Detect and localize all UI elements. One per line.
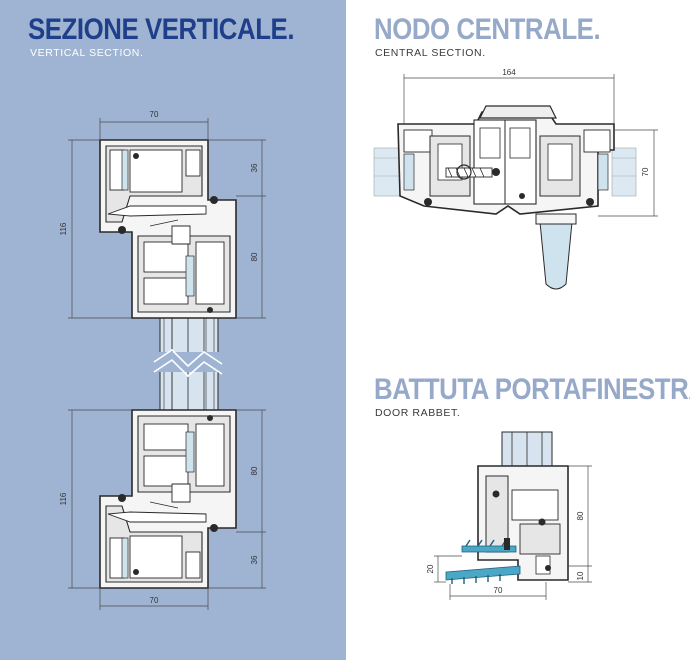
dim-door-10: 10 (576, 571, 585, 580)
dim-door-width: 70 (494, 586, 503, 595)
central-section-subtitle: CENTRAL SECTION. (375, 47, 486, 59)
dim-bottom-36: 36 (250, 555, 259, 564)
dim-top-80: 80 (250, 252, 259, 261)
door-rabbet-dimension-lines (434, 465, 592, 600)
central-section-drawing (373, 105, 637, 290)
dim-top-width: 70 (150, 110, 159, 119)
dim-central-height: 70 (641, 167, 650, 176)
dim-top-height: 116 (59, 222, 68, 235)
door-rabbet-subtitle: DOOR RABBET. (375, 407, 461, 419)
central-dimension-lines (403, 74, 658, 217)
dim-central-width: 164 (502, 68, 516, 77)
vertical-dimension-lines (68, 118, 266, 610)
dim-bottom-80: 80 (250, 466, 259, 475)
vertical-section-title: SEZIONE VERTICALE. (28, 13, 295, 46)
door-rabbet-drawing (445, 431, 569, 584)
dim-top-36: 36 (250, 163, 259, 172)
vertical-section-subtitle: VERTICAL SECTION. (30, 47, 144, 59)
dim-bottom-width: 70 (150, 596, 159, 605)
dim-door-20: 20 (426, 564, 435, 573)
central-section-title: NODO CENTRALE. (374, 13, 601, 46)
dim-bottom-height: 116 (59, 492, 68, 505)
dim-door-80: 80 (576, 511, 585, 520)
door-rabbet-title: BATTUTA PORTAFINESTRA. (374, 373, 690, 406)
vertical-top-profile (99, 139, 237, 319)
vertical-bottom-profile (99, 409, 237, 589)
